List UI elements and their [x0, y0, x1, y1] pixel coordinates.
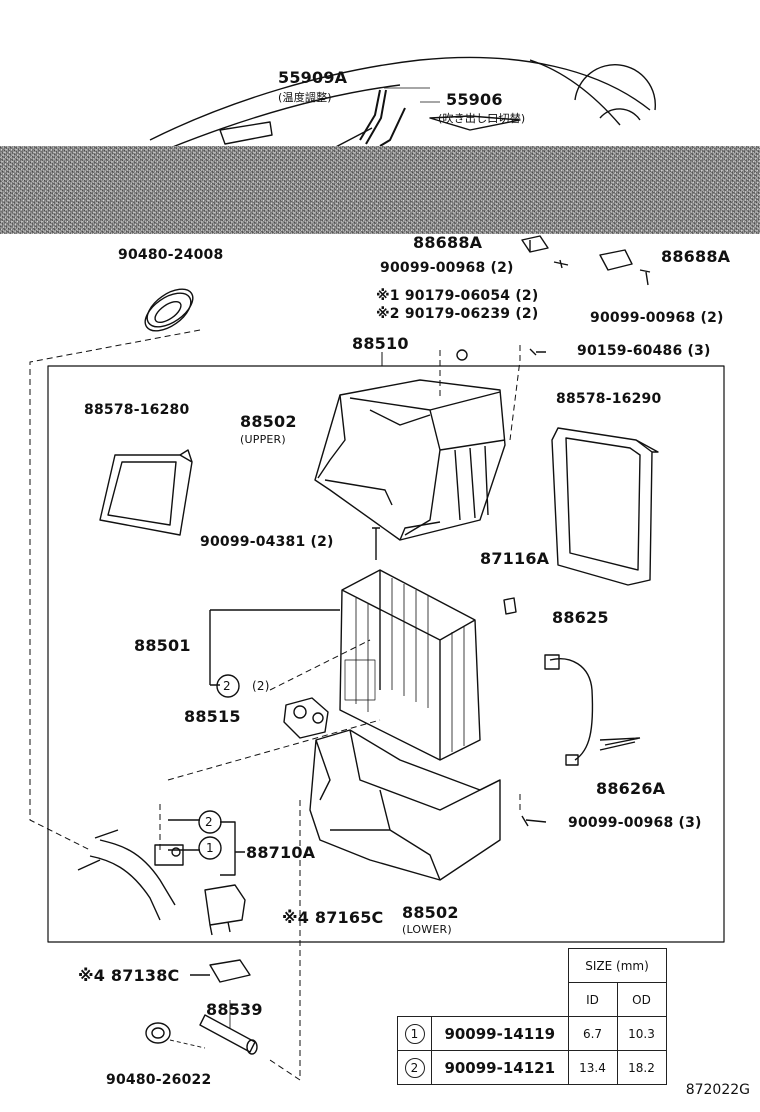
- pipe-88710a: [77, 829, 184, 921]
- evaporator-88501: [339, 569, 481, 761]
- callout-circle-2a: [216, 674, 240, 698]
- dashboard-outline: [149, 56, 657, 151]
- grommet-90480-24008: [144, 288, 194, 332]
- label-90099-04381: 90099-04381 (2): [200, 534, 334, 550]
- size-row-ref: 1: [404, 1023, 425, 1044]
- size-row-id: 6.7: [567, 1016, 618, 1051]
- size-table-row: 2 90099-14121 13.4 18.2: [397, 1050, 667, 1085]
- label-55906-sub: (吹き出し口切替): [438, 112, 526, 125]
- size-row-ref: 2: [404, 1057, 425, 1078]
- resistor-87165c: [204, 884, 246, 936]
- label-55906: 55906: [446, 90, 503, 109]
- label-88626a: 88626A: [596, 779, 666, 798]
- screws: [372, 348, 547, 827]
- label-90099-00968-2b: 90099-00968 (2): [590, 310, 724, 326]
- clamp-88626a: [599, 737, 641, 751]
- label-88502-lower: 88502: [402, 903, 459, 922]
- label-90179-06054: ※1 90179-06054 (2): [376, 288, 539, 304]
- wire-88625: [544, 654, 594, 766]
- callout-2b-text: 2: [205, 815, 213, 829]
- case-lower-88502: [309, 729, 501, 881]
- label-90159-60486: 90159-60486 (3): [577, 343, 711, 359]
- label-90099-00968-3: 90099-00968 (3): [568, 815, 702, 831]
- label-87138c: ※4 87138C: [78, 966, 180, 985]
- hose-88539: [199, 1000, 258, 1055]
- seal-88578-16280: [99, 449, 193, 536]
- size-table-col-od: OD: [616, 982, 667, 1017]
- callout-circle-2b: [198, 810, 222, 834]
- label-87165c: ※4 87165C: [282, 908, 384, 927]
- bracket-88688a-right: [599, 249, 651, 286]
- seal-88578-16290: [551, 427, 659, 586]
- case-upper-88502: [314, 379, 506, 541]
- clip-87116a: [503, 597, 517, 615]
- label-88539: 88539: [206, 1000, 263, 1019]
- label-88688a-right: 88688A: [661, 247, 731, 266]
- size-table: SIZE (mm) ID OD 1 90099-14119 6.7 10.3 2…: [397, 948, 667, 1085]
- size-table-col-id: ID: [567, 982, 618, 1017]
- size-row-id: 13.4: [567, 1050, 618, 1085]
- callout-2-qty: (2): [252, 679, 270, 693]
- callout-1-text: 1: [206, 841, 214, 855]
- size-table-row: 1 90099-14119 6.7 10.3: [397, 1016, 667, 1051]
- label-90480-24008: 90480-24008: [118, 247, 224, 263]
- callout-2-text: 2: [223, 679, 231, 693]
- size-row-part: 90099-14119: [431, 1016, 569, 1051]
- diagram-code: 872022G: [685, 1082, 750, 1098]
- callout-circle-1: [198, 836, 222, 860]
- label-90179-06239: ※2 90179-06239 (2): [376, 306, 539, 322]
- size-table-header: SIZE (mm): [567, 948, 667, 983]
- label-88710a: 88710A: [246, 843, 316, 862]
- size-row-od: 10.3: [616, 1016, 667, 1051]
- label-55909a-sub: (温度調整): [278, 91, 332, 104]
- label-90480-26022: 90480-26022: [106, 1072, 212, 1088]
- label-88502-lower-sub: (LOWER): [402, 923, 452, 936]
- bracket-88688a-left: [521, 235, 569, 269]
- label-90099-00968-2a: 90099-00968 (2): [380, 260, 514, 276]
- obscured-band: [0, 146, 760, 234]
- label-88578-16290: 88578-16290: [556, 391, 662, 407]
- label-88501: 88501: [134, 636, 191, 655]
- grommet-90480-26022: [145, 1022, 206, 1049]
- label-88510: 88510: [352, 334, 409, 353]
- label-88515: 88515: [184, 707, 241, 726]
- label-88502-upper-sub: (UPPER): [240, 433, 286, 446]
- label-88688a-left: 88688A: [413, 233, 483, 252]
- label-88502-upper: 88502: [240, 412, 297, 431]
- label-55909a: 55909A: [278, 68, 348, 87]
- sensor-87138c: [190, 959, 251, 983]
- size-row-od: 18.2: [616, 1050, 667, 1085]
- label-87116a: 87116A: [480, 549, 550, 568]
- assembly-frame: [47, 365, 725, 943]
- expansion-valve-88515: [283, 697, 329, 739]
- label-88625: 88625: [552, 608, 609, 627]
- size-row-part: 90099-14121: [431, 1050, 569, 1085]
- label-88578-16280: 88578-16280: [84, 402, 190, 418]
